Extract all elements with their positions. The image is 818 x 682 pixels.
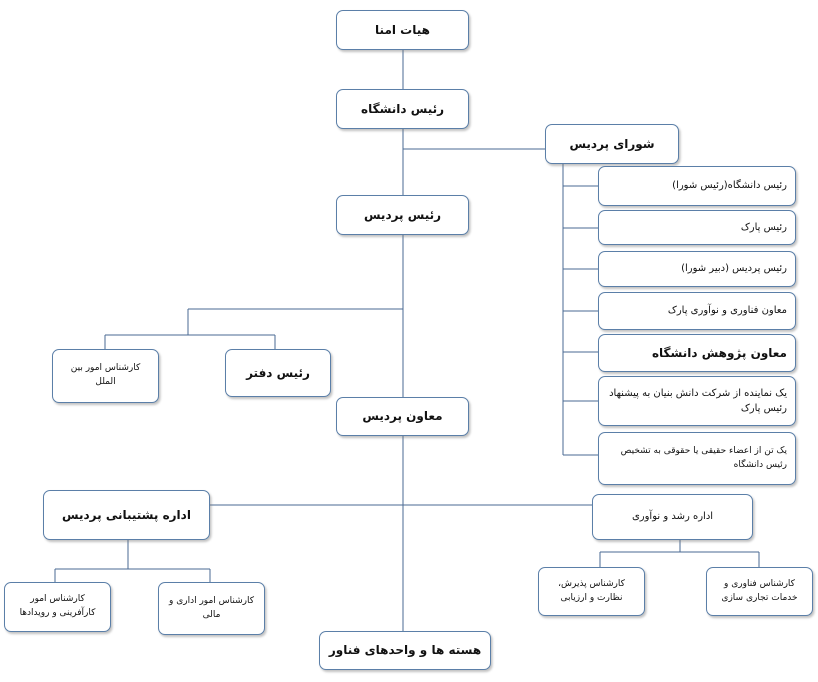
council-member-label: یک تن از اعضاء حقیقی یا حقوقی به تشخیص ر…: [620, 445, 787, 470]
international-expert-box: کارشناس امور بین الملل: [52, 349, 159, 403]
entrepreneurship-expert-label: کارشناس امور کارآفرینی و رویدادها: [19, 594, 96, 618]
tech-units-box: هسته ها و واحدهای فناور: [319, 631, 491, 670]
council-member-box: یک نماینده از شرکت دانش بنیان به پیشنهاد…: [598, 376, 796, 426]
board-of-trustees-label: هیات امنا: [375, 22, 430, 37]
support-admin-box: اداره پشتیبانی پردیس: [43, 490, 210, 540]
admission-expert-box: کارشناس پذیرش، نظارت و ارزیابی: [538, 567, 645, 616]
deputy-box: معاون پردیس: [336, 397, 469, 436]
council-member-box: یک تن از اعضاء حقیقی یا حقوقی به تشخیص ر…: [598, 432, 796, 485]
council-member-label: یک نماینده از شرکت دانش بنیان به پیشنهاد…: [609, 387, 787, 415]
council-member-label: معاون پژوهش دانشگاه: [651, 345, 787, 360]
growth-innovation-box: اداره رشد و نوآوری: [592, 494, 753, 540]
growth-innovation-label: اداره رشد و نوآوری: [631, 511, 714, 523]
deputy-label: معاون پردیس: [362, 409, 443, 424]
council-member-label: رئیس دانشگاه(رئیس شورا): [672, 180, 787, 192]
admin-finance-expert-box: کارشناس امور اداری و مالی: [158, 582, 265, 635]
council-member-label: رئیس پارک: [740, 221, 787, 233]
council-member-box: معاون پژوهش دانشگاه: [598, 334, 796, 372]
board-of-trustees-box: هیات امنا: [336, 10, 469, 50]
council-member-box: معاون فناوری و نوآوری پارک: [598, 292, 796, 330]
support-admin-label: اداره پشتیبانی پردیس: [62, 507, 191, 522]
technology-expert-label: کارشناس فناوری و خدمات تجاری سازی: [721, 578, 798, 603]
entrepreneurship-expert-box: کارشناس امور کارآفرینی و رویدادها: [4, 582, 111, 632]
council-member-label: رئیس پردیس (دبیر شورا): [681, 263, 787, 275]
international-expert-label: کارشناس امور بین الملل: [70, 363, 141, 387]
tech-units-label: هسته ها و واحدهای فناور: [328, 643, 482, 658]
council-member-label: معاون فناوری و نوآوری پارک: [667, 305, 787, 317]
campus-head-box: رئیس پردیس: [336, 195, 469, 235]
university-president-box: رئیس دانشگاه: [336, 89, 469, 129]
admin-finance-expert-label: کارشناس امور اداری و مالی: [168, 595, 254, 620]
university-president-label: رئیس دانشگاه: [361, 101, 445, 116]
campus-council-label: شورای پردیس: [569, 136, 655, 151]
council-member-box: رئیس پردیس (دبیر شورا): [598, 251, 796, 287]
council-member-box: رئیس دانشگاه(رئیس شورا): [598, 166, 796, 206]
campus-council-box: شورای پردیس: [545, 124, 679, 164]
technology-expert-box: کارشناس فناوری و خدمات تجاری سازی: [706, 567, 813, 616]
campus-head-label: رئیس پردیس: [363, 207, 442, 222]
admission-expert-label: کارشناس پذیرش، نظارت و ارزیابی: [558, 578, 625, 603]
office-head-box: رئیس دفتر: [225, 349, 331, 397]
office-head-label: رئیس دفتر: [246, 365, 310, 380]
council-member-box: رئیس پارک: [598, 210, 796, 245]
